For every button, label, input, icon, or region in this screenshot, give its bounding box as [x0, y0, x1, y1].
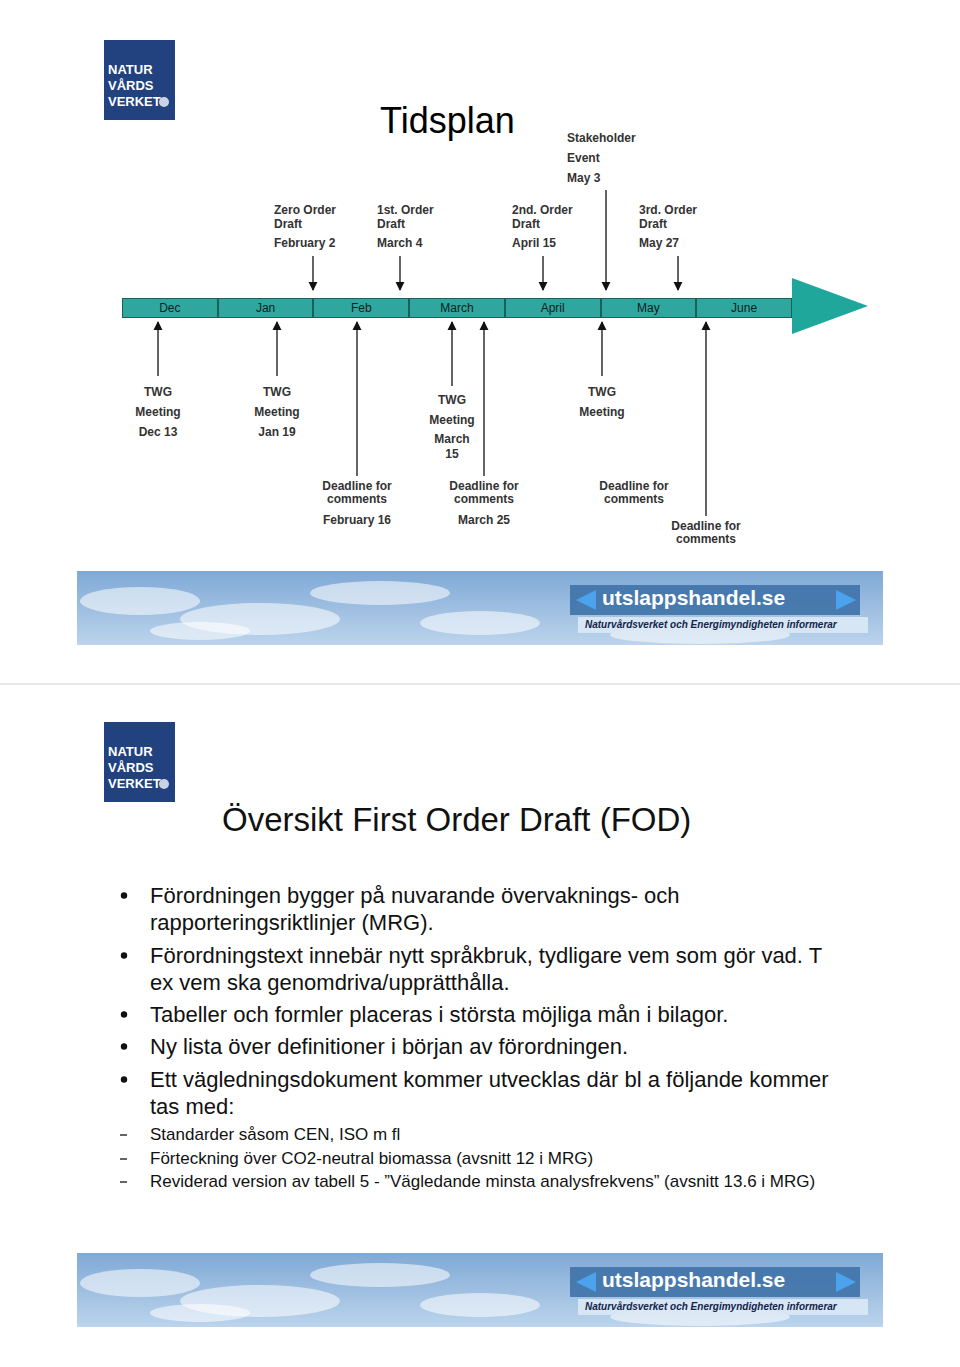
banner-sky — [77, 571, 883, 645]
leader-arrow — [483, 322, 484, 476]
month-cell: March — [409, 298, 505, 318]
banner-band — [578, 617, 868, 633]
bullet-text: Ny lista över definitioner i början av f… — [150, 1033, 850, 1060]
leader-arrow — [605, 190, 606, 290]
deadline-date: February 16 — [312, 513, 402, 527]
banner — [77, 571, 883, 645]
leader-arrow — [542, 256, 543, 290]
logo-text: NATUR VÅRDS VERKET — [108, 62, 168, 110]
leader-arrow — [356, 322, 357, 476]
draft-label: 3rd. Order Draft — [639, 203, 714, 231]
draft-label: 1st. Order Draft — [377, 203, 452, 231]
deadline-label: Deadline for comments — [442, 480, 526, 506]
banner-tagline: Naturvårdsverket och Energimyndigheten i… — [585, 1301, 837, 1313]
month-label: April — [541, 301, 565, 315]
leader-arrow — [451, 322, 452, 386]
meeting-label: TWG Meeting — [572, 382, 632, 422]
month-cell: June — [696, 298, 792, 318]
bullet-dot — [121, 1076, 127, 1082]
banner — [77, 1253, 883, 1327]
draft-label: 2nd. Order Draft — [512, 203, 587, 231]
draft-date: April 15 — [512, 236, 587, 250]
banner-sky — [77, 1253, 883, 1327]
sub-bullet-text: Standarder såsom CEN, ISO m fl — [150, 1125, 830, 1145]
month-label: Feb — [351, 301, 372, 315]
deadline-date: March 25 — [439, 513, 529, 527]
slide-title: Tidsplan — [380, 100, 515, 142]
banner-arrow — [576, 590, 596, 610]
bullet-dot — [121, 952, 127, 958]
bullet-dot — [121, 1043, 127, 1049]
bullet-dot — [121, 1011, 127, 1017]
banner-arrow — [836, 590, 856, 610]
sub-bullet-text: Reviderad version av tabell 5 - ”Vägleda… — [150, 1172, 830, 1192]
leader-arrow — [705, 322, 706, 516]
draft-date: March 4 — [377, 236, 452, 250]
bullet-dot — [121, 892, 127, 898]
bullet-text: Tabeller och formler placeras i största … — [150, 1001, 850, 1028]
banner-band — [578, 1299, 868, 1315]
logo-text: NATUR VÅRDS VERKET — [108, 744, 168, 792]
sub-bullet-text: Förteckning över CO2-neutral biomassa (a… — [150, 1149, 830, 1169]
cloud — [80, 1269, 200, 1297]
bullet-text: Förordningstext innebär nytt språkbruk, … — [150, 942, 850, 996]
banner-band — [570, 1267, 860, 1297]
cloud — [420, 611, 540, 635]
month-cell: Dec — [122, 298, 218, 318]
banner-site: utslappshandel.se — [602, 1268, 785, 1292]
event-date: May 3 — [567, 168, 652, 188]
month-cell: April — [505, 298, 601, 318]
leader-arrow — [677, 256, 678, 290]
meeting-label: TWG Meeting — [247, 382, 307, 422]
month-cell: Feb — [313, 298, 409, 318]
bullet-dash — [120, 1158, 127, 1159]
logo-box — [104, 40, 175, 120]
leader-arrow — [312, 256, 313, 290]
leader-arrow — [276, 322, 277, 376]
logo-box — [104, 722, 175, 802]
meeting-date: March 15 — [430, 432, 474, 462]
leader-arrow — [399, 256, 400, 290]
timeline-arrowhead — [792, 278, 868, 334]
cloud — [420, 1293, 540, 1317]
draft-date: May 27 — [639, 236, 714, 250]
month-label: Dec — [159, 301, 180, 315]
cloud — [310, 581, 450, 605]
cloud — [310, 1263, 450, 1287]
meeting-label: TWG Meeting — [422, 390, 482, 430]
month-label: Jan — [256, 301, 275, 315]
slide-title: Översikt First Order Draft (FOD) — [222, 800, 691, 840]
banner-site: utslappshandel.se — [602, 586, 785, 610]
month-label: June — [731, 301, 757, 315]
month-label: May — [637, 301, 660, 315]
leader-arrow — [601, 322, 602, 376]
banner-tagline: Naturvårdsverket och Energimyndigheten i… — [585, 619, 837, 631]
cloud — [150, 1304, 250, 1322]
meeting-label: TWG Meeting — [128, 382, 188, 422]
bullet-text: Ett vägledningsdokument kommer utvecklas… — [150, 1066, 850, 1120]
deadline-label: Deadline for comments — [592, 480, 676, 506]
banner-arrow — [576, 1272, 596, 1292]
month-label: March — [440, 301, 473, 315]
event-label: Stakeholder Event — [567, 128, 652, 168]
bullet-dash — [120, 1134, 127, 1135]
month-cell: May — [601, 298, 697, 318]
bullet-dash — [120, 1181, 127, 1182]
banner-arrow — [836, 1272, 856, 1292]
banner-band — [570, 585, 860, 615]
draft-date: February 2 — [274, 236, 349, 250]
cloud — [150, 622, 250, 640]
deadline-label: Deadline for comments — [315, 480, 399, 506]
month-cell: Jan — [218, 298, 314, 318]
cloud — [80, 587, 200, 615]
bullet-text: Förordningen bygger på nuvarande övervak… — [150, 882, 850, 936]
meeting-date: Jan 19 — [242, 422, 312, 442]
meeting-date: Dec 13 — [123, 422, 193, 442]
slide-divider — [0, 684, 960, 685]
leader-arrow — [157, 322, 158, 376]
deadline-label: Deadline for comments — [664, 520, 748, 546]
draft-label: Zero Order Draft — [274, 203, 349, 231]
